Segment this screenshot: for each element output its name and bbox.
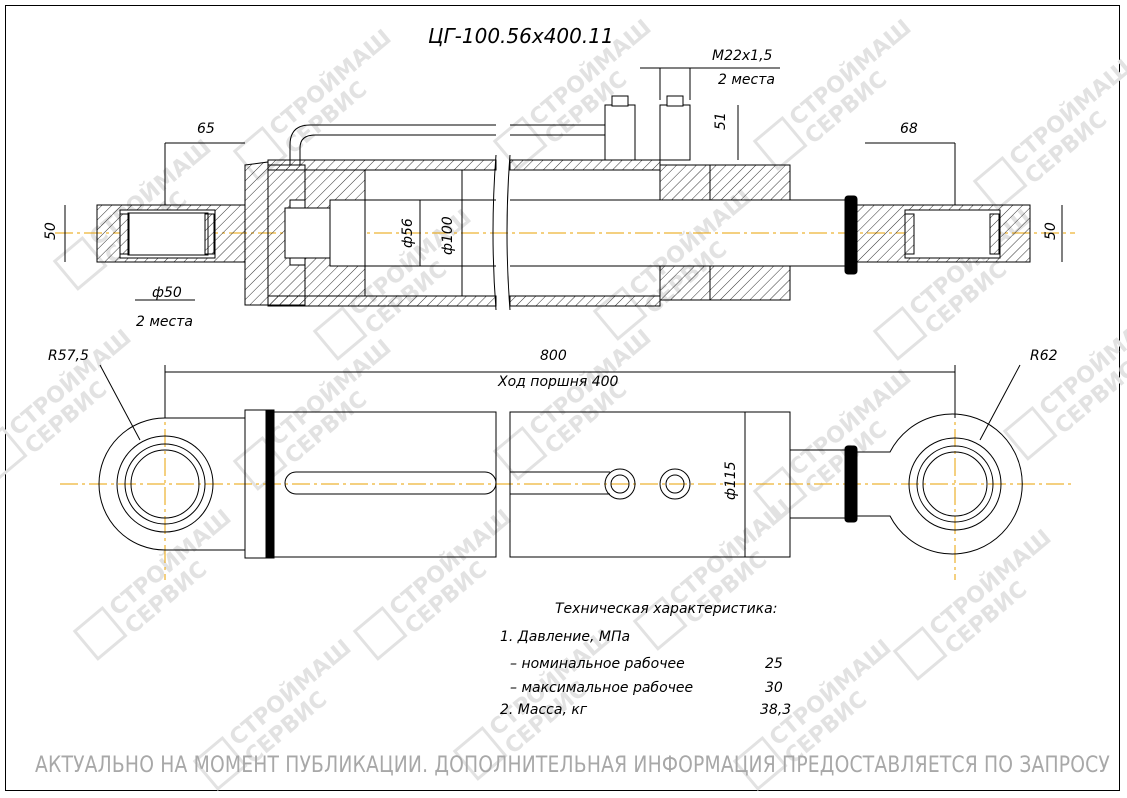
left-bushing-wall-b (204, 213, 215, 255)
piston-bore (329, 199, 366, 267)
dim-50-right-label: 50 (1043, 222, 1059, 240)
port-block-a (604, 104, 636, 161)
barrel-top-wall (267, 159, 497, 171)
pipe-top (289, 124, 496, 165)
port-block-b (659, 104, 691, 161)
dim-bore-count: 2 места (136, 314, 193, 330)
footer-note: АКТУАЛЬНО НА МОМЕНТ ПУБЛИКАЦИИ. ДОПОЛНИТ… (35, 753, 1110, 778)
left-eye-bore (119, 209, 216, 259)
thread-count: 2 места (718, 72, 775, 88)
dim-56-label: ф56 (400, 218, 416, 248)
dim-115: ф115 (723, 461, 739, 500)
right-eye-ring-inner (916, 445, 994, 523)
dim-800: 800 (540, 348, 567, 364)
right-eye-ring-outer (908, 437, 1002, 531)
drawing-frame (5, 5, 1120, 791)
spec-heading: Техническая характеристика: (555, 601, 777, 617)
barrel-ring (265, 409, 275, 559)
gland-head-bottom (709, 265, 791, 301)
port-a-inner (610, 474, 630, 494)
right-eye-outline (856, 413, 1023, 555)
break-line-b (506, 154, 511, 311)
dim-100-label: ф100 (440, 216, 456, 255)
external-view (60, 364, 1075, 580)
dim-68: 68 (900, 121, 918, 137)
port-nut-a (611, 95, 629, 107)
right-bushing-wall-b (989, 213, 1000, 255)
rod-ring (844, 445, 858, 523)
rod-wiper-ring (844, 195, 858, 275)
gland-head-top (709, 164, 791, 201)
left-eye-ring-inner (124, 443, 206, 525)
dim-51: 51 (713, 112, 729, 130)
port-b-outer (659, 468, 691, 500)
gland-top (659, 164, 711, 201)
spec-max-label: – максимальное рабочее (510, 680, 693, 696)
dim-bore50: ф50 (152, 285, 182, 301)
spec-nominal-label: – номинальное рабочее (510, 656, 685, 672)
dim-r575: R57,5 (48, 348, 89, 364)
right-bushing-wall-a (904, 213, 915, 255)
barrel-bottom-wall (267, 295, 497, 307)
spec-mass-value: 38,3 (760, 702, 791, 718)
port-a-outer (604, 468, 636, 500)
spec-item1: 1. Давление, МПа (500, 629, 630, 645)
left-eye-ring-outer (116, 435, 214, 533)
barrel-bottom-wall-b (509, 295, 661, 307)
drawing-title: ЦГ-100.56х400.11 (428, 24, 614, 48)
port-nut-b (666, 95, 684, 107)
r62-leader (979, 364, 1021, 441)
left-bushing-wall-a (119, 213, 130, 255)
dim-50-left-label: 50 (43, 222, 59, 240)
end-cap (244, 161, 269, 306)
spec-max-value: 30 (765, 680, 783, 696)
section-view (55, 67, 1075, 311)
right-eye-bore-circle (922, 451, 988, 517)
dim-65: 65 (197, 121, 215, 137)
spec-nominal-value: 25 (765, 656, 783, 672)
barrel-top-wall-b (509, 159, 661, 171)
right-eye-bore (904, 209, 1001, 259)
dim-r62: R62 (1030, 348, 1058, 364)
pipe-outline (284, 471, 497, 495)
spec-item2: 2. Масса, кг (500, 702, 588, 718)
break-line-a (492, 154, 497, 311)
dim-stroke: Ход поршня 400 (497, 374, 619, 390)
gland-bottom (659, 265, 711, 301)
thread-label: M22x1,5 (712, 48, 773, 64)
piston-nut (284, 207, 331, 259)
r575-leader (99, 364, 141, 441)
pipe-bottom (299, 134, 496, 165)
left-eye-bore-circle (130, 449, 200, 519)
port-b-inner (665, 474, 685, 494)
